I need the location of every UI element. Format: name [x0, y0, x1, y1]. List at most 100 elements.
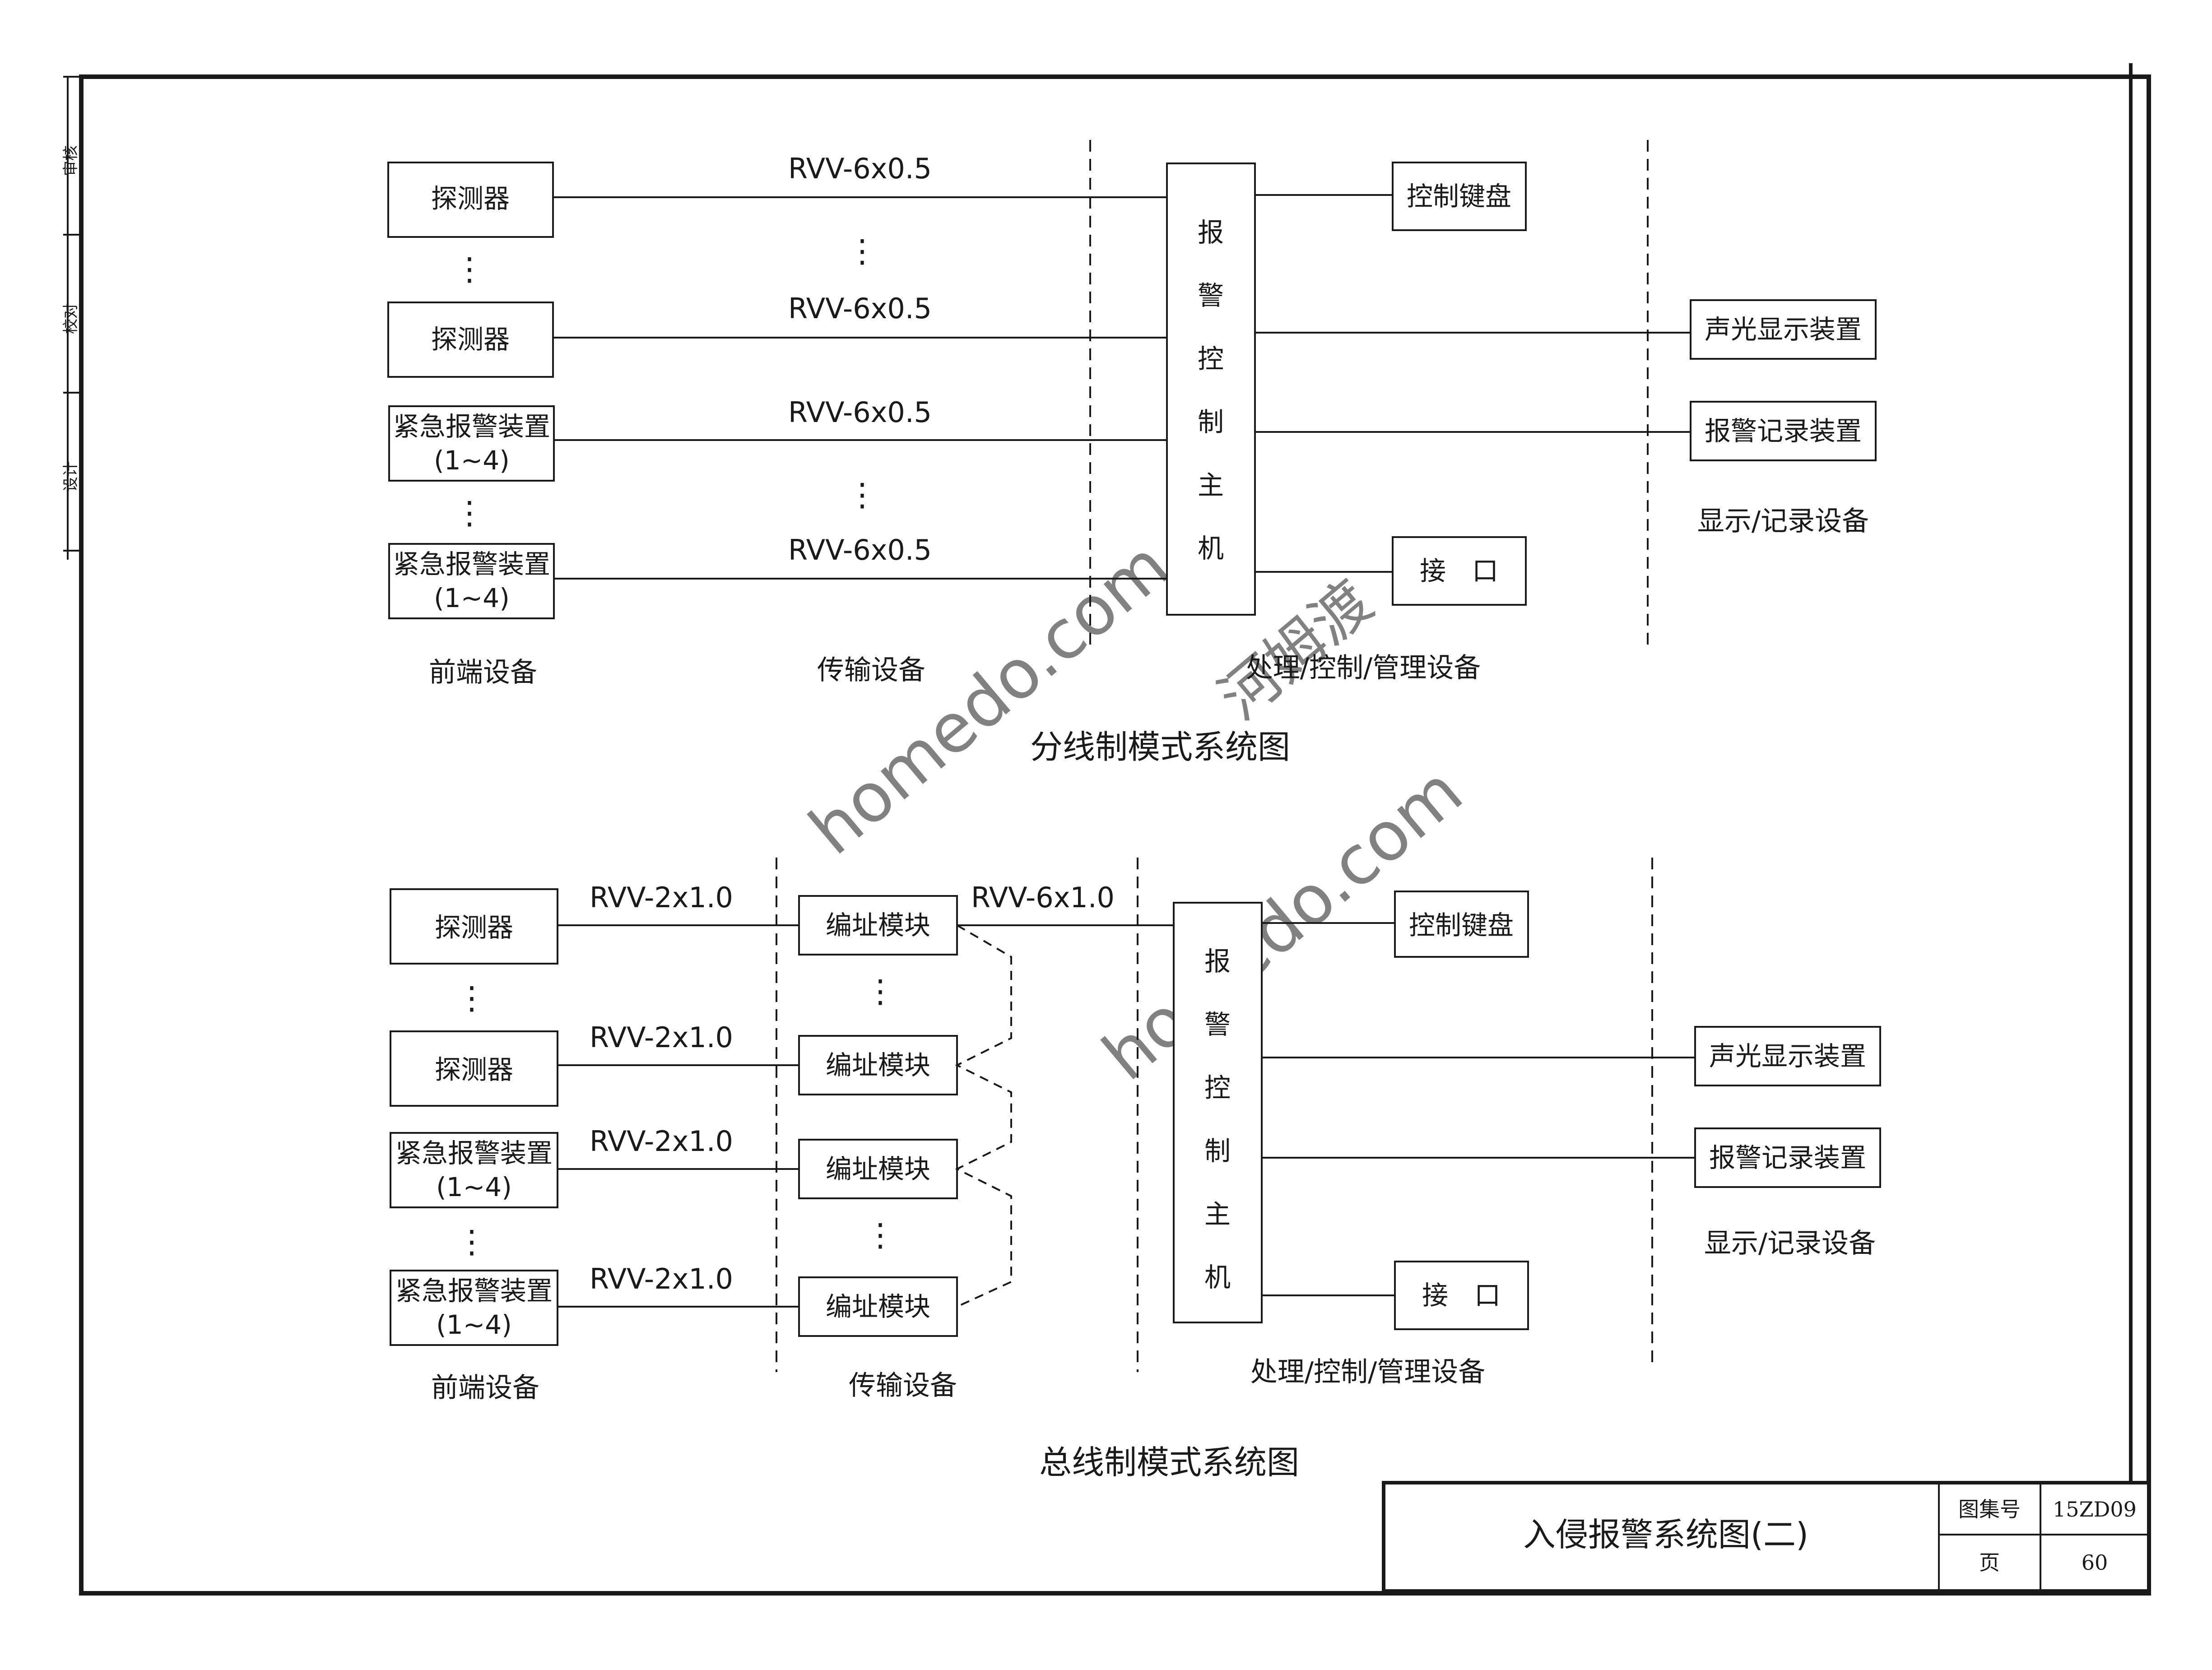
panic-sub-2: (1~4) — [436, 1309, 512, 1340]
host-char: 主 — [1198, 470, 1224, 501]
ellipsis: ⋮ — [846, 476, 878, 513]
panic-sub-2: (1~4) — [434, 583, 510, 613]
caption-processing: 处理/控制/管理设备 — [1246, 652, 1481, 684]
ellipsis: ⋮ — [456, 1223, 488, 1260]
caption-transmission: 传输设备 — [849, 1370, 957, 1401]
caption-display: 显示/记录设备 — [1704, 1228, 1876, 1259]
interface-box — [1392, 536, 1527, 606]
panic-box-2 — [388, 543, 555, 619]
detector-label-1: 探测器 — [431, 183, 510, 214]
ellipsis: ⋮ — [864, 973, 896, 1010]
address-module-4 — [798, 1276, 958, 1337]
cable-label-4: RVV-2x1.0 — [590, 1262, 733, 1295]
panic-label-1: 紧急报警装置 — [395, 1138, 553, 1169]
margin-strip — [63, 76, 81, 560]
drawing-frame — [79, 74, 2151, 1596]
host-char: 制 — [1198, 407, 1224, 437]
panic-sub-1: (1~4) — [434, 445, 510, 476]
panic-label-1: 紧急报警装置 — [393, 411, 550, 442]
host-char: 制 — [1204, 1136, 1231, 1166]
ellipsis: ⋮ — [846, 232, 878, 269]
detector-box-2 — [387, 302, 554, 378]
detector-box-1 — [390, 888, 558, 965]
keyboard-label: 控制键盘 — [1407, 181, 1511, 212]
host-char: 控 — [1198, 343, 1224, 374]
module-label-1: 编址模块 — [826, 910, 930, 941]
ellipsis: ⋮ — [864, 1216, 896, 1253]
display-box — [1690, 299, 1877, 360]
keyboard-box — [1394, 891, 1529, 958]
cable-label-1: RVV-2x1.0 — [590, 881, 733, 914]
detector-label-2: 探测器 — [431, 324, 510, 355]
display-label: 声光显示装置 — [1705, 314, 1862, 345]
display-label: 声光显示装置 — [1709, 1041, 1866, 1072]
watermark: homedo.com homedo.com 河姆渡 — [795, 526, 1477, 1096]
ellipsis: ⋮ — [454, 250, 485, 288]
panic-box-2 — [390, 1270, 558, 1346]
margin-label-review: 审核 — [62, 145, 80, 176]
interface-box — [1394, 1261, 1529, 1330]
host-char: 控 — [1204, 1072, 1231, 1103]
host-char: 机 — [1204, 1262, 1231, 1293]
cable-label-1: RVV-6x0.5 — [788, 152, 932, 185]
caption-front: 前端设备 — [431, 1372, 539, 1404]
address-module-3 — [798, 1139, 958, 1199]
detector-box-1 — [387, 162, 554, 238]
bus-label: RVV-6x1.0 — [971, 881, 1115, 914]
interface-label: 接 口 — [1422, 1280, 1501, 1311]
module-label-4: 编址模块 — [826, 1291, 930, 1322]
margin-label-design: 设计 — [62, 461, 80, 492]
interface-label: 接 口 — [1420, 556, 1498, 586]
top-diagram: 探测器 ⋮ 探测器 紧急报警装置 (1~4) ⋮ 紧急报警装置 (1~4) RV… — [387, 140, 1877, 766]
cable-label-2: RVV-2x1.0 — [590, 1021, 733, 1054]
alarm-host-box — [1166, 162, 1256, 616]
recorder-box — [1694, 1127, 1881, 1188]
recorder-box — [1690, 401, 1877, 461]
display-box — [1694, 1026, 1881, 1086]
address-module-1 — [798, 895, 958, 956]
host-char: 报 — [1204, 946, 1231, 977]
atlas-label: 图集号 — [1958, 1497, 2021, 1522]
recorder-label: 报警记录装置 — [1705, 416, 1862, 446]
drawing-title: 入侵报警系统图(二) — [1523, 1516, 1808, 1554]
page-label: 页 — [1979, 1550, 2000, 1575]
detector-box-2 — [390, 1030, 558, 1107]
caption-processing: 处理/控制/管理设备 — [1250, 1356, 1485, 1388]
panic-box-1 — [388, 405, 555, 482]
title-block: 入侵报警系统图(二) 图集号 15ZD09 页 60 — [1382, 1481, 2151, 1593]
bus-chain — [955, 924, 1012, 1308]
keyboard-label: 控制键盘 — [1409, 910, 1514, 941]
caption-transmission: 传输设备 — [817, 654, 925, 686]
host-char: 报 — [1198, 217, 1224, 248]
caption-front: 前端设备 — [429, 657, 537, 688]
address-module-2 — [798, 1035, 958, 1095]
margin-label-check: 校对 — [62, 303, 80, 334]
detector-label-2: 探测器 — [435, 1054, 513, 1085]
host-char: 警 — [1204, 1009, 1231, 1040]
panic-label-2: 紧急报警装置 — [395, 1276, 553, 1306]
bottom-diagram-title: 总线制模式系统图 — [1039, 1443, 1299, 1481]
host-char: 主 — [1204, 1199, 1231, 1229]
module-label-3: 编址模块 — [826, 1154, 930, 1184]
recorder-label: 报警记录装置 — [1709, 1142, 1866, 1173]
caption-display: 显示/记录设备 — [1697, 506, 1869, 537]
host-char: 警 — [1198, 280, 1224, 311]
panic-label-2: 紧急报警装置 — [393, 549, 550, 580]
alarm-host-box — [1173, 902, 1263, 1323]
module-label-2: 编址模块 — [826, 1050, 930, 1081]
bottom-diagram: 探测器 ⋮ 探测器 紧急报警装置 (1~4) ⋮ 紧急报警装置 (1~4) RV… — [390, 858, 1881, 1481]
cable-label-2: RVV-6x0.5 — [788, 292, 932, 325]
panic-box-1 — [390, 1132, 558, 1208]
atlas-number: 15ZD09 — [2053, 1497, 2137, 1522]
cable-label-3: RVV-2x1.0 — [590, 1125, 733, 1158]
top-diagram-title: 分线制模式系统图 — [1030, 728, 1290, 766]
panic-sub-1: (1~4) — [436, 1172, 512, 1202]
cable-label-4: RVV-6x0.5 — [788, 533, 932, 566]
detector-label-1: 探测器 — [435, 912, 513, 943]
host-char: 机 — [1198, 533, 1224, 564]
ellipsis: ⋮ — [454, 494, 485, 531]
page-number: 60 — [2082, 1550, 2108, 1575]
keyboard-box — [1392, 162, 1527, 231]
ellipsis: ⋮ — [456, 979, 488, 1016]
